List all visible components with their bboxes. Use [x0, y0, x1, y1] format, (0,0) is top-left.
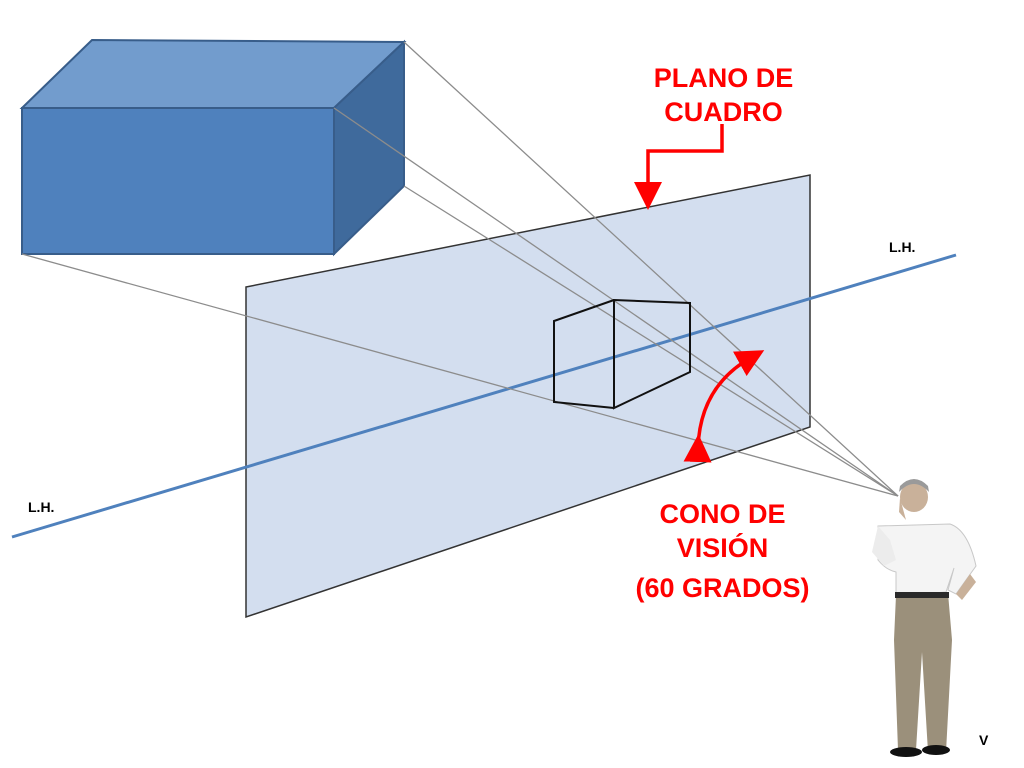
cone-angle-label: (60 GRADOS) — [635, 573, 810, 603]
object-box — [19, 38, 407, 257]
box-front-face — [21, 107, 335, 255]
standing-man-icon — [872, 479, 977, 757]
picture-plane-label-line2: CUADRO — [664, 97, 783, 127]
horizon-line — [11, 253, 957, 539]
double-arc-arrow-icon — [683, 350, 765, 463]
horizon-label-left: L.H. — [28, 499, 55, 515]
horizon-label-right: L.H. — [889, 239, 916, 255]
sight-line — [403, 185, 899, 497]
picture-plane-label-line1: PLANO DE — [653, 63, 794, 93]
sight-line — [403, 41, 899, 497]
picture-plane-label: PLANO DE CUADRO — [636, 61, 811, 129]
arrow-down-icon — [634, 124, 724, 210]
sight-line — [333, 107, 899, 497]
cone-of-vision-label-line1: CONO DE — [659, 499, 786, 529]
cone-of-vision-label-line2: VISIÓN — [676, 533, 769, 563]
viewpoint-label: V — [979, 732, 989, 748]
cone-of-vision-label: CONO DE VISIÓN (60 GRADOS) — [630, 497, 815, 605]
